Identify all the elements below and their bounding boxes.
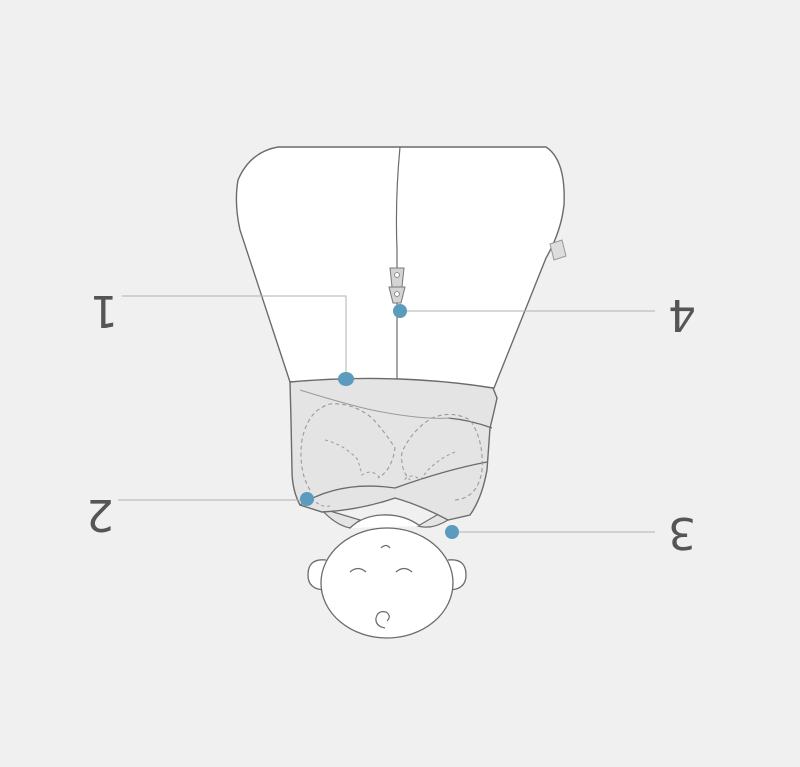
- wrap-flap-edge: [299, 461, 488, 506]
- callout-label-2: 2: [86, 489, 114, 540]
- swaddle-wrap: [289, 377, 498, 521]
- callout-dot-1: [338, 372, 354, 386]
- sleep-sack: [235, 146, 567, 389]
- eye-right: [395, 567, 413, 573]
- leader-line-1: [122, 295, 347, 379]
- callout-dot-2: [300, 492, 314, 506]
- callout-dot-3: [445, 525, 459, 539]
- hair-curl: [375, 611, 390, 629]
- stitch-line-right: [401, 413, 483, 501]
- zipper-seam: [395, 146, 401, 380]
- eye-left: [349, 567, 367, 573]
- callout-label-4: 4: [668, 289, 696, 340]
- zipper-pull-icon: [388, 267, 406, 304]
- baby-head: [307, 527, 467, 639]
- face: [320, 527, 454, 639]
- nose: [380, 544, 391, 549]
- stitch-line-left: [300, 403, 396, 491]
- leader-lines: [118, 295, 655, 533]
- label-tag-icon: [549, 239, 567, 261]
- callout-label-1: 1: [90, 285, 118, 336]
- neckline: [349, 514, 421, 529]
- callout-dot-4: [393, 304, 407, 318]
- callout-label-3: 3: [668, 507, 696, 558]
- wrap-band: [289, 377, 498, 521]
- callout-dots: [300, 304, 459, 539]
